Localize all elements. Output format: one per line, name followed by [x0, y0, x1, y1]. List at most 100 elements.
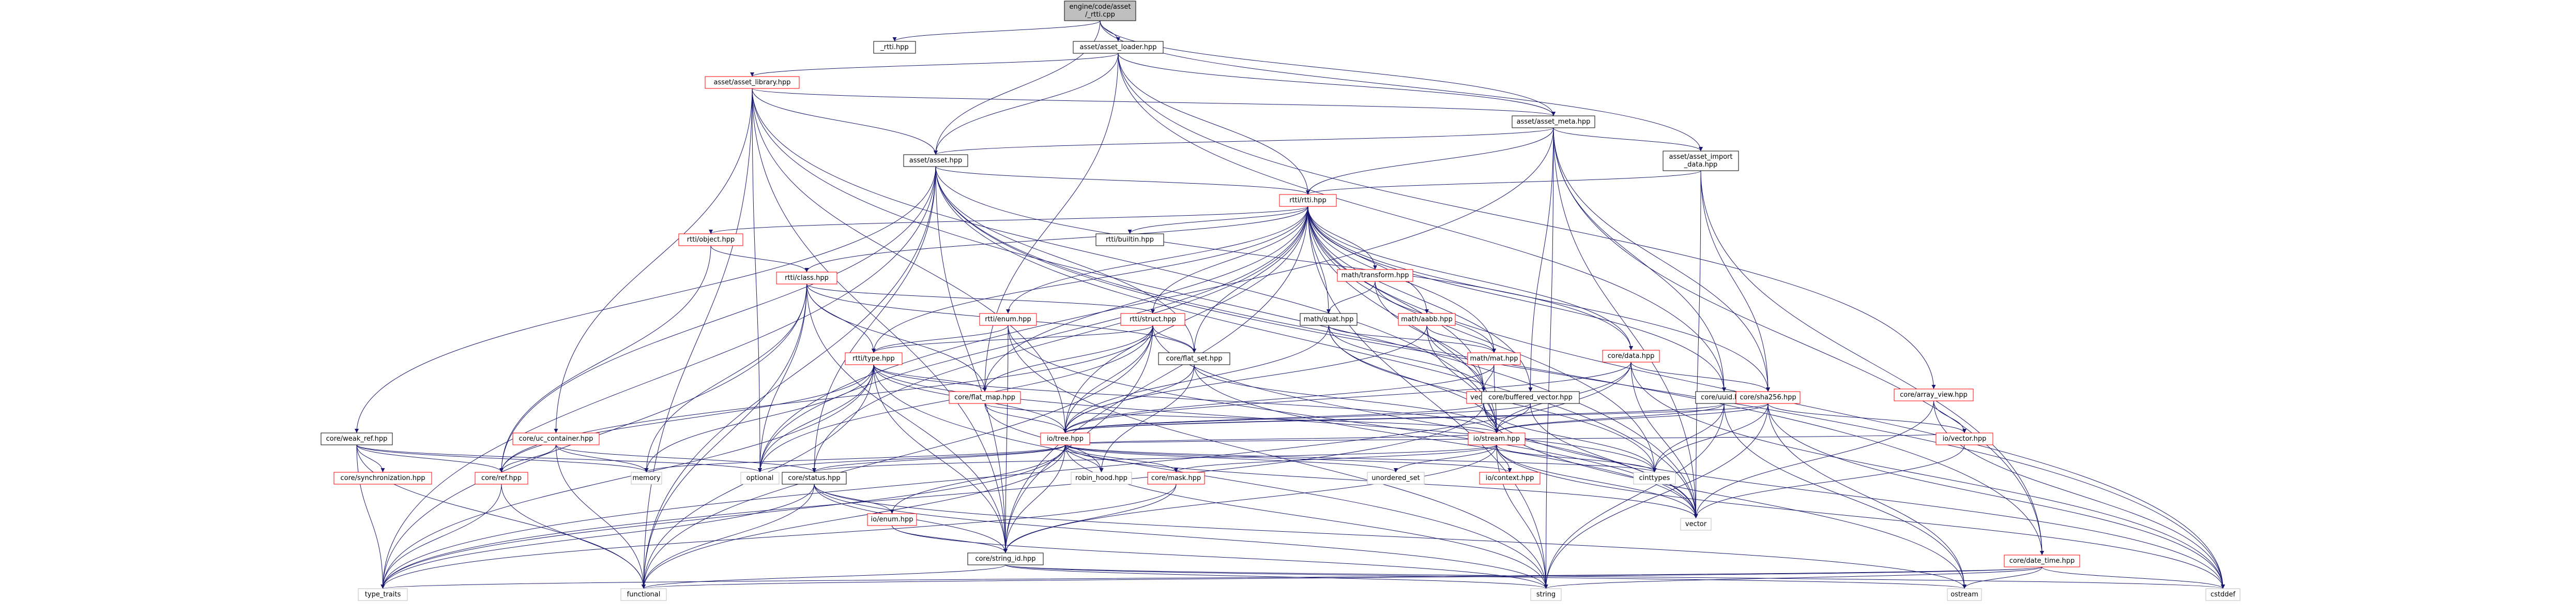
- graph-edge: [872, 206, 1308, 353]
- graph-edge: [758, 283, 807, 473]
- graph-edge: [642, 566, 2042, 589]
- graph-node-n7[interactable]: rtti/rtti.hpp: [1279, 194, 1337, 207]
- graph-node-n11[interactable]: rtti/enum.hpp: [979, 313, 1037, 326]
- graph-node-n3[interactable]: asset/asset_library.hpp: [705, 76, 800, 89]
- graph-node-n26[interactable]: core/weak_ref.hpp: [321, 432, 393, 445]
- graph-edge: [1528, 127, 1554, 392]
- graph-node-box: [740, 472, 780, 485]
- graph-edge: [356, 444, 385, 473]
- graph-edge: [642, 166, 936, 589]
- graph-node-n37[interactable]: core/date_time.hpp: [2004, 555, 2080, 567]
- graph-node-box: [358, 588, 408, 601]
- graph-edge: [1496, 444, 2225, 589]
- graph-node-n13[interactable]: rtti/type.hpp: [845, 352, 903, 365]
- graph-node-n28[interactable]: io/tree.hpp: [1040, 432, 1090, 445]
- graph-node-box: [475, 472, 528, 485]
- graph-node-n16[interactable]: math/transform.hpp: [1337, 269, 1413, 282]
- graph-edge: [499, 166, 936, 473]
- graph-edge: [1553, 127, 1770, 392]
- graph-node-box: [1147, 472, 1205, 485]
- graph-node-n36[interactable]: core/string_id.hpp: [967, 552, 1044, 565]
- graph-edge: [812, 206, 1308, 473]
- graph-edge: [752, 88, 1499, 433]
- graph-node-n22[interactable]: core/buffered_vector.hpp: [1481, 391, 1580, 404]
- graph-node-n31[interactable]: core/ref.hpp: [475, 472, 528, 485]
- graph-edge: [1630, 362, 1770, 392]
- graph-edge: [873, 364, 987, 392]
- graph-node-n29[interactable]: io/stream.hpp: [1468, 432, 1526, 445]
- graph-edge: [1630, 362, 1698, 519]
- graph-node-n30[interactable]: core/synchronization.hpp: [333, 472, 432, 485]
- graph-node-n14[interactable]: core/flat_set.hpp: [1158, 352, 1230, 365]
- graph-edge: [356, 444, 762, 473]
- graph-node-box: [1279, 194, 1337, 207]
- graph-node-n18[interactable]: math/aabb.hpp: [1398, 313, 1456, 326]
- graph-node-label: _rtti.hpp: [880, 43, 909, 51]
- graph-edge: [1118, 53, 1936, 390]
- graph-node-n44: vector: [1680, 518, 1712, 531]
- graph-node-n23[interactable]: core/uuid.hpp: [1695, 391, 1753, 404]
- graph-node-box: [782, 472, 847, 485]
- graph-node-n32[interactable]: core/status.hpp: [782, 472, 847, 485]
- graph-node-n12[interactable]: rtti/struct.hpp: [1120, 313, 1185, 326]
- graph-edge: [752, 88, 938, 155]
- graph-node-label: vector: [1685, 520, 1707, 528]
- graph-node-label: robin_hood.hpp: [1075, 474, 1127, 482]
- graph-edge: [1003, 484, 1177, 553]
- graph-edge: [1496, 444, 1657, 473]
- graph-node-label: _data.hpp: [1684, 161, 1718, 169]
- graph-edge: [806, 283, 1155, 314]
- graph-node-n5[interactable]: asset/asset.hpp: [903, 154, 968, 167]
- graph-node-n1[interactable]: _rtti.hpp: [873, 41, 916, 54]
- graph-edge: [1063, 403, 1769, 433]
- graph-edge: [1063, 403, 1484, 433]
- graph-edge: [1495, 403, 1769, 433]
- graph-edge: [1544, 403, 1769, 589]
- graph-edge: [356, 444, 649, 473]
- graph-edge: [556, 444, 646, 589]
- graph-node-n6[interactable]: asset/asset_import_data.hpp: [1663, 151, 1739, 171]
- graph-edge: [1006, 206, 1308, 314]
- graph-node-n2[interactable]: asset/asset_loader.hpp: [1073, 41, 1164, 54]
- graph-edge: [752, 88, 1008, 553]
- graph-edge: [934, 127, 1554, 155]
- graph-node-n49: cstddef: [2205, 588, 2240, 601]
- graph-node-n8[interactable]: rtti/object.hpp: [678, 233, 743, 246]
- graph-edge: [1933, 400, 1967, 433]
- graph-edge: [983, 325, 1153, 392]
- graph-edge: [1063, 362, 1632, 433]
- graph-edge: [380, 403, 1484, 589]
- graph-node-n35[interactable]: io/enum.hpp: [867, 513, 917, 526]
- graph-node-n34[interactable]: io/context.hpp: [1479, 472, 1541, 485]
- graph-node-label: io/vector.hpp: [1943, 435, 1987, 443]
- graph-edge: [758, 364, 874, 473]
- graph-node-n17[interactable]: math/quat.hpp: [1300, 313, 1358, 326]
- graph-node-box: [1481, 391, 1580, 404]
- graph-node-n9[interactable]: rtti/builtin.hpp: [1095, 233, 1164, 246]
- graph-node-n25[interactable]: core/array_view.hpp: [1894, 388, 1974, 401]
- graph-node-n27[interactable]: core/uc_container.hpp: [512, 432, 600, 445]
- graph-node-n21[interactable]: core/data.hpp: [1602, 350, 1660, 363]
- graph-node-label: core/data.hpp: [1608, 352, 1655, 360]
- graph-node-n24[interactable]: core/sha256.hpp: [1735, 391, 1801, 404]
- graph-node-n19[interactable]: math/mat.hpp: [1467, 352, 1521, 365]
- graph-node-n4[interactable]: asset/asset_meta.hpp: [1512, 115, 1595, 128]
- graph-node-box: [1337, 269, 1413, 282]
- graph-node-n33[interactable]: core/mask.hpp: [1147, 472, 1205, 485]
- graph-edge: [1065, 444, 1104, 473]
- graph-node-n10[interactable]: rtti/class.hpp: [776, 272, 837, 284]
- graph-node-label: ostream: [1950, 591, 1978, 598]
- graph-edge: [1065, 444, 1178, 473]
- graph-node-box: [1663, 151, 1739, 171]
- graph-node-n45: type_traits: [358, 588, 408, 601]
- graph-node-n0[interactable]: engine/code/asset/_rtti.cpp: [1064, 1, 1136, 21]
- graph-node-box: [1398, 313, 1456, 326]
- graph-edge: [709, 206, 1308, 234]
- graph-edge: [1063, 364, 1495, 433]
- graph-edge: [984, 403, 1499, 433]
- graph-edge: [1630, 362, 2225, 589]
- graph-node-n38[interactable]: io/vector.hpp: [1935, 432, 1993, 445]
- graph-node-label: rtti/class.hpp: [785, 274, 829, 282]
- graph-node-n15[interactable]: core/flat_map.hpp: [949, 391, 1021, 404]
- graph-node-box: [1602, 350, 1660, 363]
